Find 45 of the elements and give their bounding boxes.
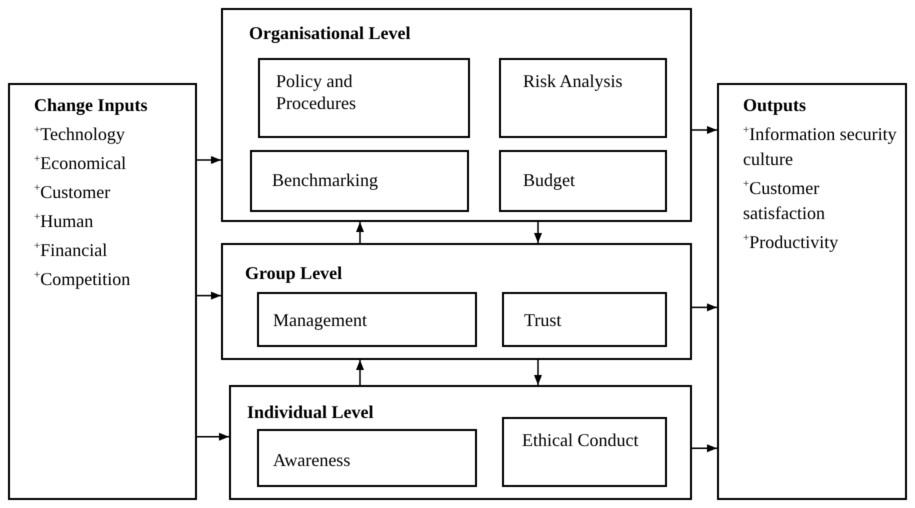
arrow — [197, 156, 221, 164]
level-heading: Group Level — [245, 262, 342, 284]
box-label: Benchmarking — [272, 169, 379, 191]
arrow — [356, 222, 364, 243]
output-box — [717, 83, 907, 500]
level-heading: Organisational Level — [249, 22, 410, 44]
box-label: Management — [273, 309, 368, 331]
box-label: Policy and Procedures — [276, 70, 357, 114]
list-item: $^{+}$Competition — [34, 268, 132, 291]
arrow — [197, 292, 221, 300]
level-panel — [229, 385, 692, 500]
box-label: Trust — [524, 309, 562, 331]
element-box — [257, 429, 477, 487]
element-box — [499, 150, 667, 212]
arrow — [197, 432, 229, 441]
arrow — [534, 222, 542, 243]
level-heading: Individual Level — [247, 401, 374, 423]
box-label: Awareness — [273, 449, 352, 471]
level-panel — [221, 243, 692, 360]
arrow — [356, 360, 364, 385]
arrow — [692, 444, 717, 452]
list-item: $^{+}$Customer satisfaction — [743, 177, 826, 225]
arrow — [534, 360, 542, 385]
list-item: $^{+}$Human — [34, 210, 94, 233]
list-item: $^{+}$Productivity — [743, 231, 840, 254]
box-heading: Outputs — [743, 94, 808, 117]
list-item: $^{+}$Information security culture — [743, 123, 898, 171]
element-box — [258, 58, 470, 138]
list-item: $^{+}$Economical — [34, 152, 128, 175]
element-box — [250, 150, 469, 212]
arrow — [692, 303, 717, 312]
level-panel — [221, 8, 692, 222]
list-item: $^{+}$Technology — [34, 123, 126, 146]
element-box — [502, 417, 667, 487]
element-box — [502, 292, 667, 347]
box-label: Budget — [523, 169, 576, 191]
element-box — [499, 58, 667, 138]
arrow — [692, 126, 717, 134]
list-item: $^{+}$Financial — [34, 239, 108, 262]
box-label: Ethical Conduct — [522, 429, 640, 451]
element-box — [257, 292, 477, 347]
list-item: $^{+}$Customer — [34, 181, 112, 204]
box-heading: Change Inputs — [34, 94, 148, 117]
box-label: Risk Analysis — [523, 70, 624, 92]
input-box — [8, 83, 197, 500]
